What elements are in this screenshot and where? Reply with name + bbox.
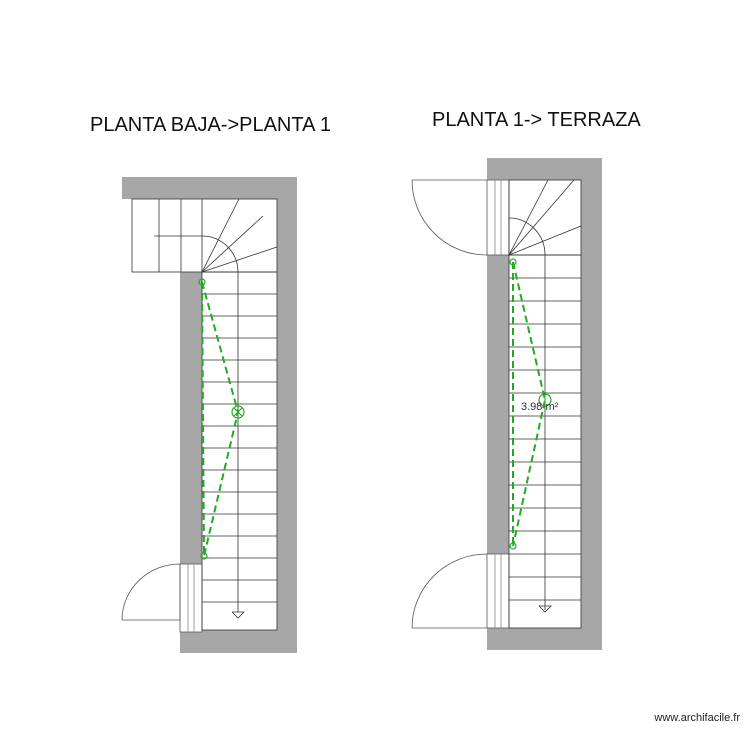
left-door-frame (179, 563, 203, 633)
right-bottom-door-frame (486, 553, 510, 629)
right-staircase-plan: 3.98 m² (411, 158, 602, 650)
right-top-door-frame (486, 179, 510, 256)
left-stair-flight (201, 271, 278, 631)
right-inner-wall (487, 255, 509, 554)
right-top-door (411, 179, 488, 256)
left-walk-path (198, 278, 245, 560)
left-door (121, 563, 181, 621)
area-label: 3.98 m² (521, 401, 559, 413)
right-walls (487, 158, 602, 650)
left-walls (122, 177, 297, 653)
watermark: www.archifacile.fr (654, 712, 740, 724)
plan-title-right: PLANTA 1-> TERRAZA (432, 109, 641, 131)
left-inner-wall (180, 272, 202, 564)
plan-title-left: PLANTA BAJA->PLANTA 1 (90, 114, 332, 136)
right-stair-flight (508, 254, 582, 629)
right-walk-path (509, 258, 552, 550)
right-winder-steps (508, 179, 582, 610)
right-bottom-door (411, 553, 488, 629)
left-staircase-plan (121, 177, 297, 653)
